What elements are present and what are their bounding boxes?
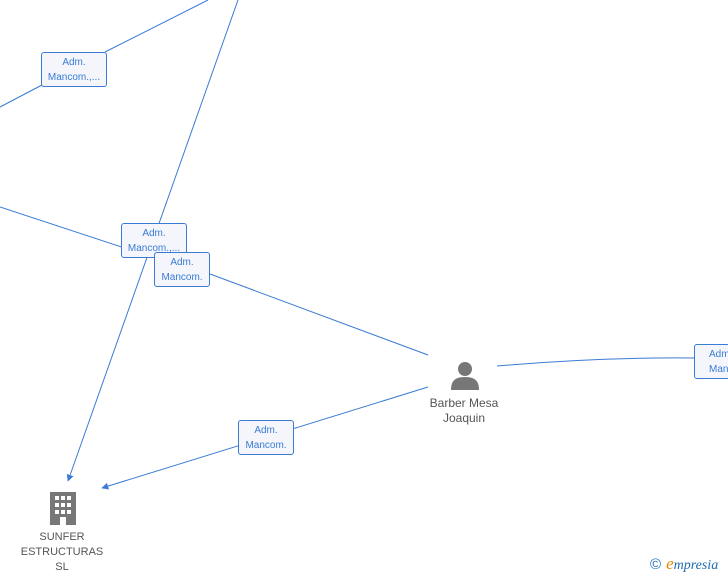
brand-logo: © empresia <box>650 554 718 574</box>
building-icon <box>50 492 76 525</box>
edge-line-mid-to-person <box>209 273 429 356</box>
person-name-line1: Barber Mesa <box>429 396 499 410</box>
edge-line-top-left <box>104 0 209 53</box>
person-icon <box>451 362 479 390</box>
copyright-icon: © <box>650 555 662 573</box>
edge-label-line1: Adm. <box>62 57 86 68</box>
edge-label-adm-mancom[interactable]: Adm. Mancom. <box>694 344 728 379</box>
edge-label-adm-mancom[interactable]: Adm. Mancom.,... <box>41 52 107 87</box>
edge-label-line1: Adm. <box>170 257 194 268</box>
person-node-label[interactable]: Barber Mesa Joaquin <box>412 396 516 426</box>
edge-label-line2: Mancom. <box>161 272 203 283</box>
edge-line-top-left-continuation <box>0 84 43 108</box>
edge-label-adm-mancom[interactable]: Adm. Mancom. <box>238 420 294 455</box>
edge-label-adm-mancom[interactable]: Adm. Mancom. <box>154 252 210 287</box>
company-node-label[interactable]: SUNFER ESTRUCTURAS SL <box>12 530 112 575</box>
edge-line-person-to-right <box>496 357 695 367</box>
company-name-line2: ESTRUCTURAS <box>20 546 104 558</box>
brand-name: empresia <box>666 554 718 574</box>
person-name-line2: Joaquin <box>442 411 486 425</box>
company-name-line3: SL <box>55 561 69 573</box>
edge-label-line2: Mancom.,... <box>47 72 101 83</box>
edge-label-line1: Adm. <box>142 228 166 239</box>
edge-label-line2: Mancom. <box>709 364 728 375</box>
company-name-line1: SUNFER <box>39 531 85 543</box>
brand-rest: mpresia <box>673 558 719 573</box>
edge-label-line2: Mancom. <box>245 440 287 451</box>
edge-label-line1: Adm. <box>709 349 728 360</box>
edge-label-line1: Adm. <box>254 425 278 436</box>
brand-initial: e <box>666 554 674 573</box>
edge-label-line2: Mancom.,... <box>127 243 181 254</box>
